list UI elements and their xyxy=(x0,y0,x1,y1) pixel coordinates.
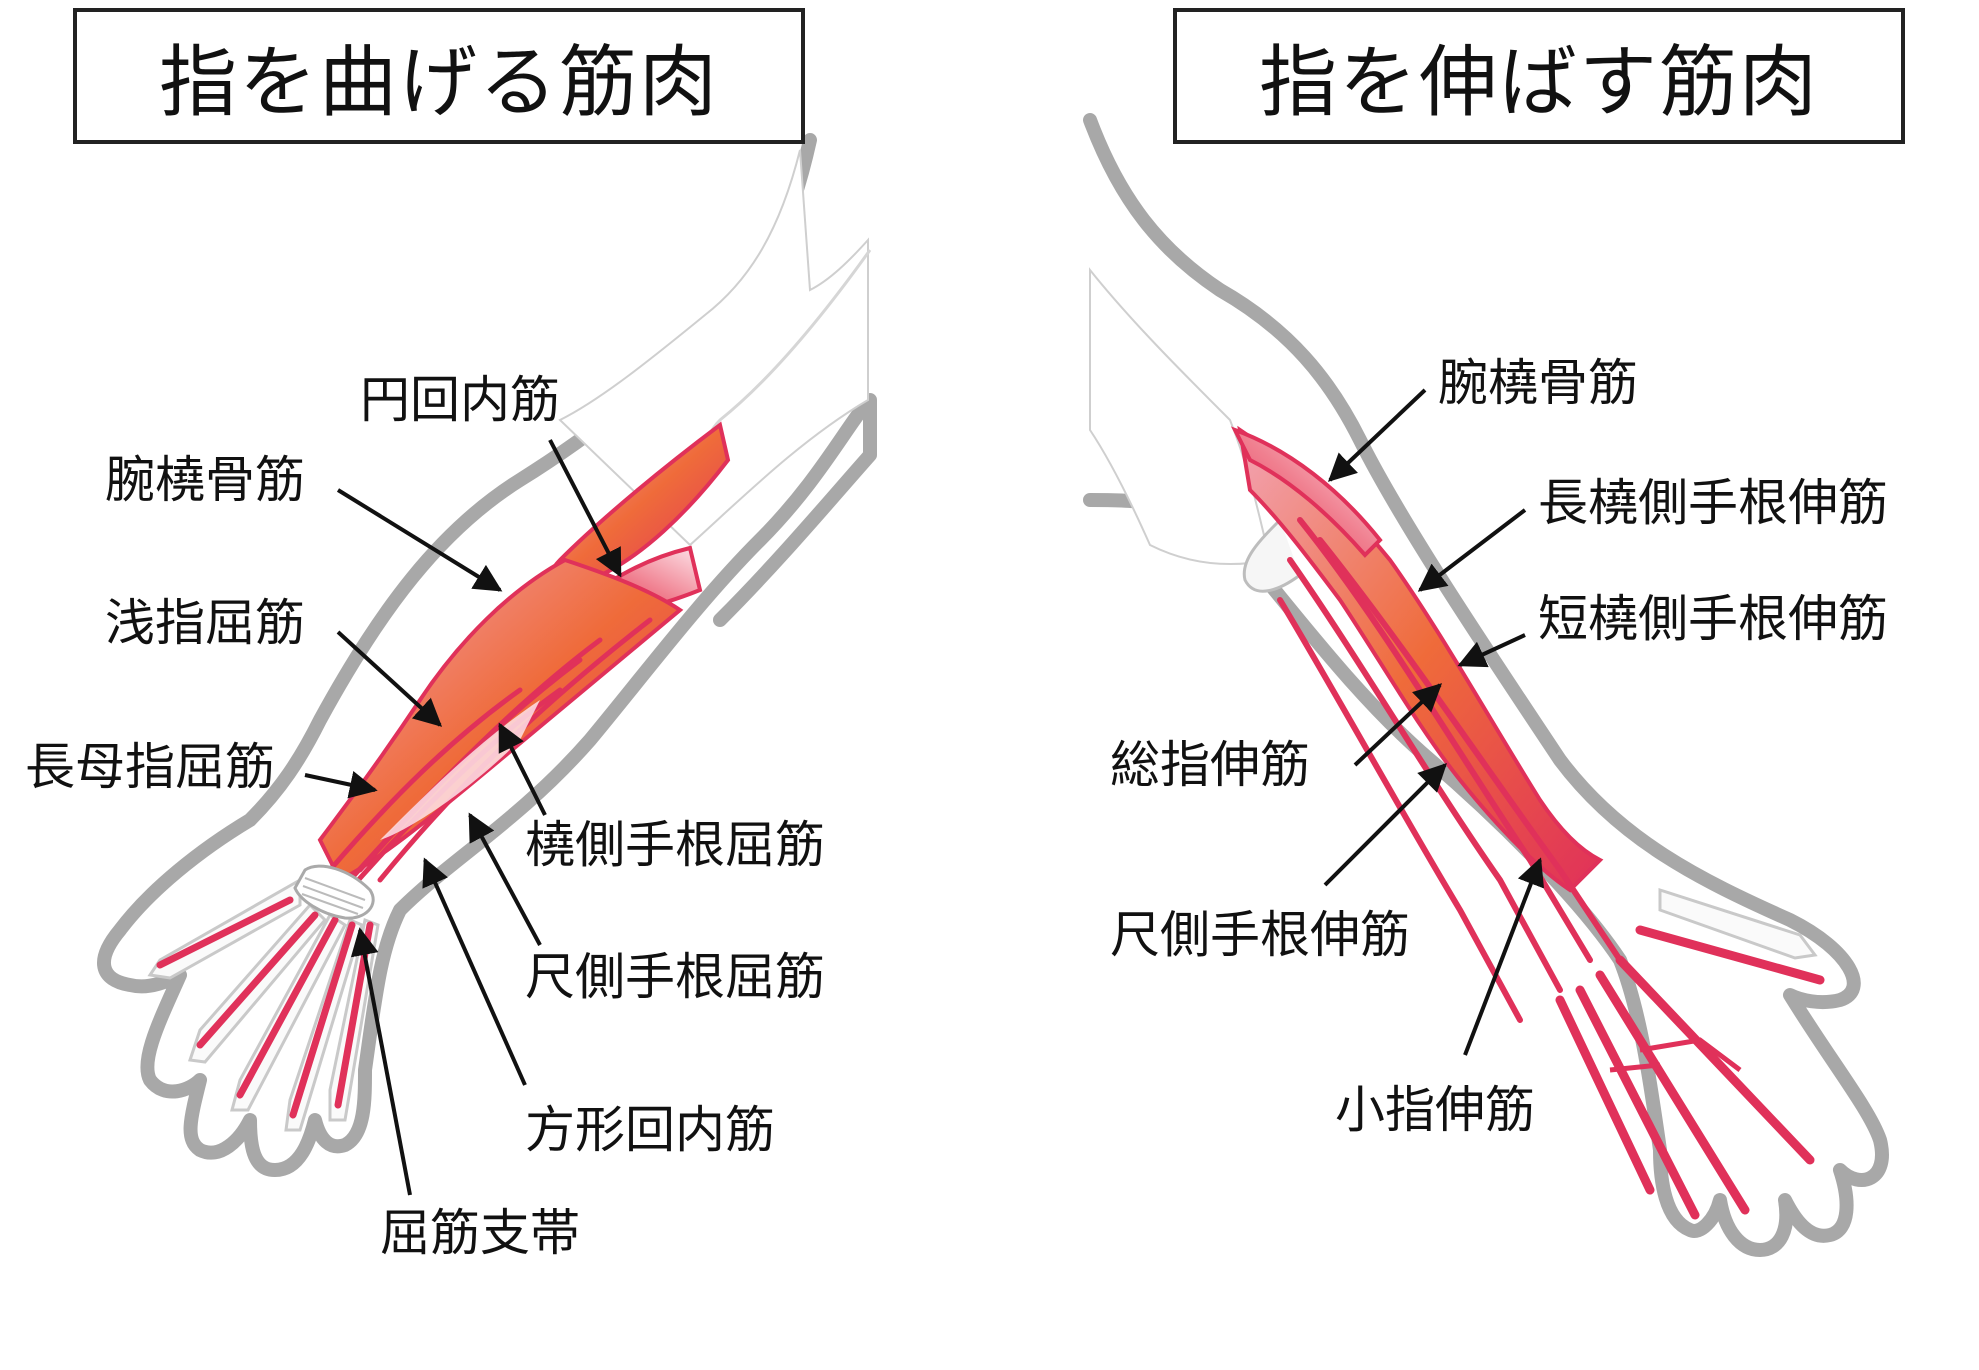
extensor-brachioradialis-shape xyxy=(1230,426,1383,558)
label-fcu: 尺側手根屈筋 xyxy=(525,948,825,1006)
leader-fcr xyxy=(498,722,547,816)
label-ecu: 尺側手根伸筋 xyxy=(1110,906,1410,964)
leader-pronator-teres xyxy=(548,439,622,578)
label-edc: 総指伸筋 xyxy=(1110,736,1310,794)
leader-ecrl xyxy=(1417,508,1527,592)
label-pronator-teres: 円回内筋 xyxy=(360,371,560,429)
leader-retinaculum xyxy=(350,927,412,1196)
flexor-leaders xyxy=(304,439,622,1196)
extensor-title: 指を伸ばす筋肉 xyxy=(1258,38,1819,128)
label-pronator-quadratus: 方形回内筋 xyxy=(525,1101,775,1159)
label-edm: 小指伸筋 xyxy=(1335,1081,1535,1139)
extensor-tendon-strands xyxy=(1277,517,1623,1023)
leader-edm xyxy=(1463,857,1545,1056)
extensor-hand-bones xyxy=(1658,887,1818,960)
label-brachioradialis-ext: 腕橈骨筋 xyxy=(1438,354,1638,412)
leader-edc xyxy=(1353,683,1443,767)
label-fpl: 長母指屈筋 xyxy=(25,738,275,796)
extensor-finger-tendons xyxy=(1555,925,1825,1220)
extensor-leaders xyxy=(1323,388,1545,1056)
leader-fcu xyxy=(468,812,542,946)
flexor-forearm-mass xyxy=(317,557,684,883)
leader-brachioradialis-flex xyxy=(336,488,503,592)
leader-fpl xyxy=(304,771,378,799)
label-retinaculum: 屈筋支帯 xyxy=(380,1204,580,1262)
label-brachioradialis-flex: 腕橈骨筋 xyxy=(105,451,305,509)
label-ecrb: 短橈側手根伸筋 xyxy=(1538,590,1888,648)
extensor-muscle-mass xyxy=(1237,425,1604,893)
extensor-elbow-bone xyxy=(1242,518,1301,593)
leader-ecu xyxy=(1323,763,1447,887)
label-fds: 浅指屈筋 xyxy=(105,594,305,652)
leader-ecrb xyxy=(1457,633,1526,668)
extensor-upper-arm xyxy=(1089,267,1272,565)
flexor-arm-outline xyxy=(97,133,877,1177)
extensor-title-box: 指を伸ばす筋肉 xyxy=(1173,8,1905,144)
leader-pronator-quadratus xyxy=(422,857,527,1086)
leader-brachioradialis-ext xyxy=(1327,388,1427,482)
flexor-arm xyxy=(97,133,877,1177)
flexor-title: 指を曲げる筋肉 xyxy=(158,38,719,128)
flexor-title-box: 指を曲げる筋肉 xyxy=(73,8,805,144)
leader-fds xyxy=(336,630,443,727)
label-fcr: 橈側手根屈筋 xyxy=(525,816,825,874)
label-ecrl: 長橈側手根伸筋 xyxy=(1538,474,1888,532)
flexor-upper-arm xyxy=(558,149,869,547)
